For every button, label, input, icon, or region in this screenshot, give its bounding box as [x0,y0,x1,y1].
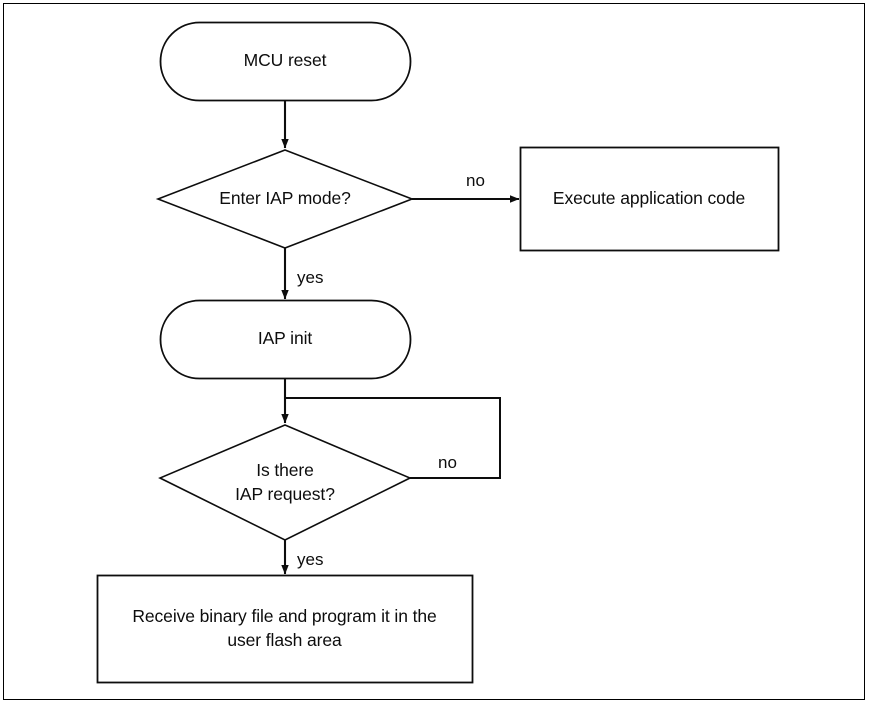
node-mcu-reset-shape [159,21,412,102]
node-enter-iap-mode-shape [155,149,415,249]
node-iap-init-shape [159,299,412,380]
node-is-there-iap-request-shape [158,424,412,541]
node-execute-application-code-shape [519,146,780,252]
edge-decision2-no [285,397,501,479]
node-receive-binary-file-shape [96,574,474,684]
